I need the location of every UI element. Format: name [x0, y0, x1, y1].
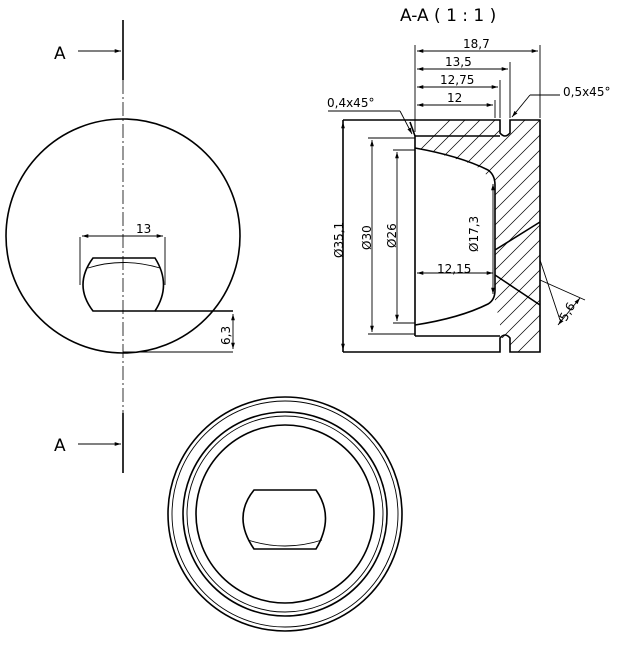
dim-18-7: 18,7	[463, 37, 490, 51]
dia-17-3: Ø17,3	[467, 216, 481, 252]
section-view-title: A-A ( 1 : 1 )	[400, 6, 496, 26]
bottom-view	[167, 396, 403, 632]
dim-12-15: 12,15	[437, 262, 471, 276]
section-view: A-A ( 1 : 1 )	[327, 6, 610, 353]
section-marker-bottom: A	[54, 413, 124, 473]
slot-width-dim: 13	[136, 222, 151, 236]
chamfer-right: 0,5x45°	[563, 85, 610, 99]
dia-26: Ø26	[385, 223, 399, 248]
dim-12-75: 12,75	[440, 73, 474, 87]
slot-offset-dim: 6,3	[219, 326, 233, 345]
chamfer-left: 0,4x45°	[327, 96, 374, 110]
dia-30: Ø30	[360, 225, 374, 250]
dim-13-5: 13,5	[445, 55, 472, 69]
part-outline	[343, 119, 541, 353]
section-letter-bottom: A	[54, 436, 66, 456]
front-view: 13 6,3	[5, 118, 241, 354]
section-marker-top: A	[54, 20, 124, 80]
dim-12: 12	[447, 91, 462, 105]
bottom-slot-outline	[242, 489, 327, 550]
dia-35-1: Ø35,1	[332, 222, 346, 258]
section-letter-top: A	[54, 44, 66, 64]
